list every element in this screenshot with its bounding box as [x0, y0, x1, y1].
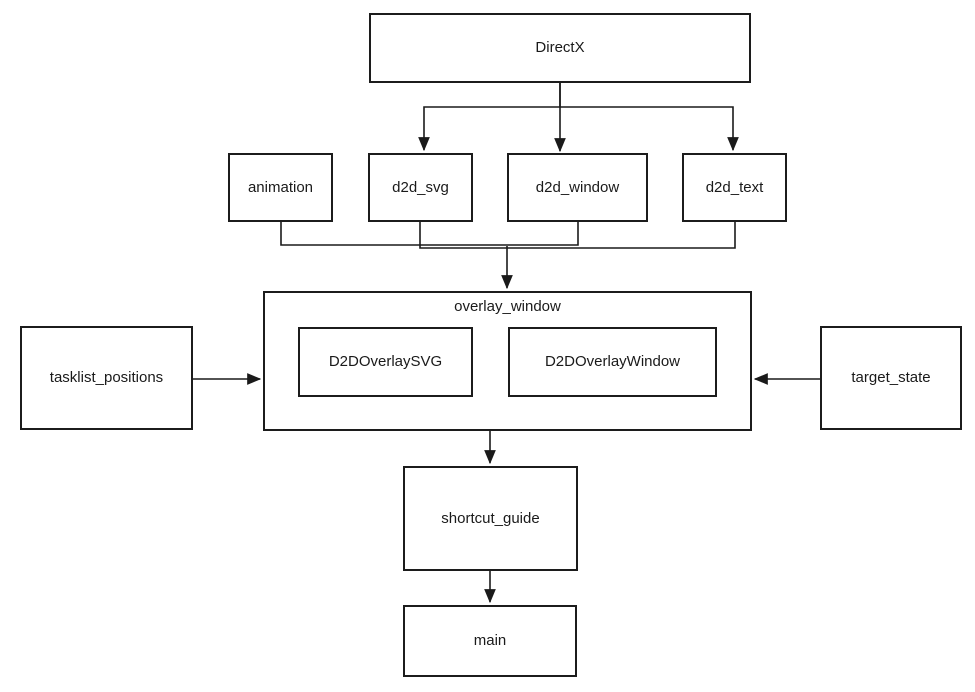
edge-directx-to-d2d_text: [560, 106, 739, 152]
edge-bus-animation-d2d_window: [280, 222, 579, 246]
node-d2d-text: d2d_text: [682, 153, 787, 222]
node-overlay-window-group: overlay_window D2DOverlaySVG D2DOverlayW…: [263, 291, 752, 431]
node-tasklist-positions-label: tasklist_positions: [49, 369, 164, 386]
node-main: main: [403, 605, 577, 677]
node-main-label: main: [473, 632, 507, 649]
node-directx: DirectX: [369, 13, 751, 83]
node-d2d-svg-label: d2d_svg: [392, 178, 449, 196]
node-d2doverlaywindow: D2DOverlayWindow: [508, 327, 717, 397]
node-tasklist-positions: tasklist_positions: [20, 326, 193, 430]
node-d2doverlaywindow-label: D2DOverlayWindow: [544, 353, 681, 370]
node-animation: animation: [228, 153, 333, 222]
node-directx-label: DirectX: [535, 39, 585, 56]
node-shortcut-guide: shortcut_guide: [403, 466, 578, 571]
node-target-state-label: target_state: [851, 369, 931, 386]
node-d2doverlaysvg: D2DOverlaySVG: [298, 327, 473, 397]
edge-bus-d2d_svg-d2d_text: [419, 222, 736, 249]
node-d2d-window-label: d2d_window: [535, 178, 620, 196]
node-shortcut-guide-label: shortcut_guide: [441, 509, 540, 527]
node-animation-label: animation: [247, 178, 314, 196]
node-target-state: target_state: [820, 326, 962, 430]
node-d2d-text-label: d2d_text: [705, 178, 764, 196]
node-d2doverlaysvg-label: D2DOverlaySVG: [328, 353, 443, 370]
node-d2d-svg: d2d_svg: [368, 153, 473, 222]
node-overlay-window-label: overlay_window: [454, 298, 561, 315]
edge-directx-to-d2d_svg: [418, 83, 561, 152]
node-d2d-window: d2d_window: [507, 153, 648, 222]
